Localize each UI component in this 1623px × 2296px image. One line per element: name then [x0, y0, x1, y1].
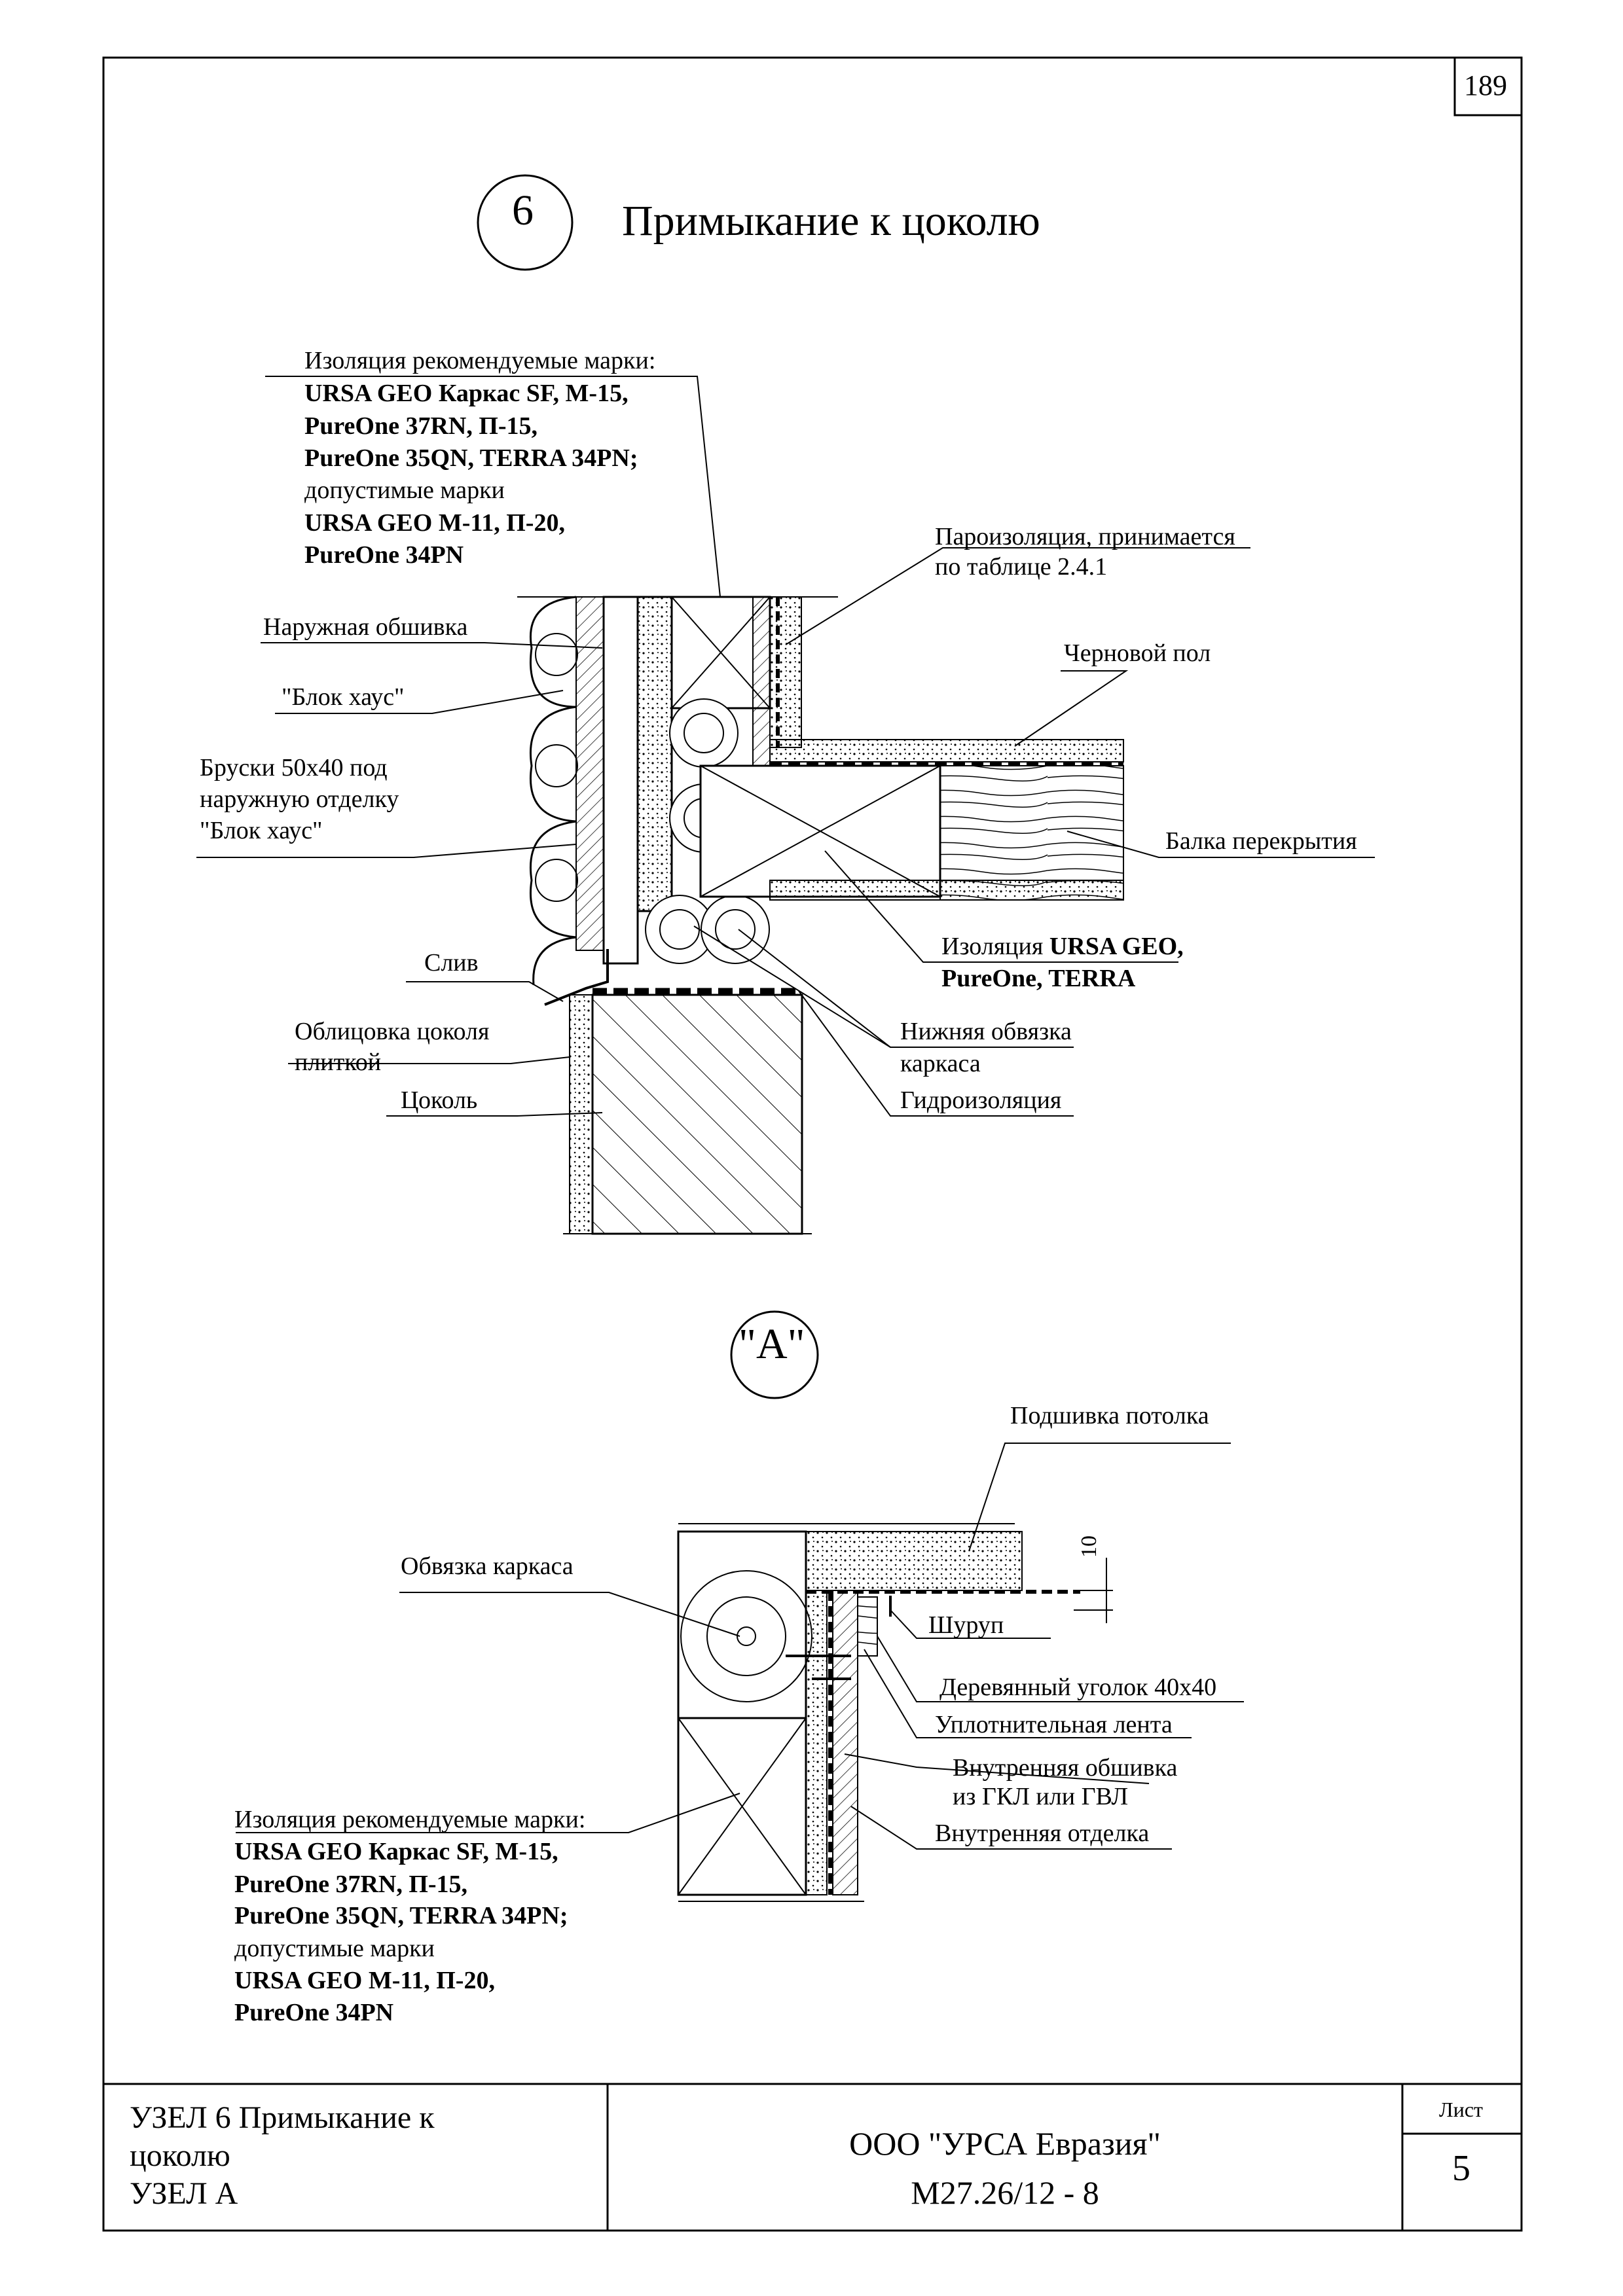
node-6-insulation-line2: URSA GEO Каркас SF, М-15, — [304, 380, 629, 407]
label-inner-finish: Внутренняя отделка — [935, 1820, 1150, 1847]
node-6-insulation-line5: допустимые марки — [304, 476, 505, 504]
node-a-drawing — [677, 1523, 1113, 1902]
label-plinth-facing-2: плиткой — [295, 1049, 382, 1076]
title-block-company: ООО "УРСА Евразия" — [849, 2125, 1161, 2162]
block-house-logs — [529, 596, 578, 986]
label-bottom-plate-2: каркаса — [900, 1050, 981, 1077]
label-insulation-2-line2: PureOne, TERRA — [941, 965, 1136, 992]
node-a-insulation-line3: PureOne 37RN, П-15, — [234, 1871, 468, 1898]
title-block-name-line1: УЗЕЛ 6 Примыкание к — [130, 2100, 435, 2135]
node-a-insulation-line1: Изоляция рекомендуемые марки: — [234, 1806, 586, 1833]
title-block-sheet-number: 5 — [1452, 2148, 1470, 2189]
label-waterproofing: Гидроизоляция — [900, 1086, 1062, 1114]
node-a-insulation-line5: допустимые марки — [234, 1935, 435, 1962]
page-title: Примыкание к цоколю — [622, 197, 1040, 245]
label-subfloor: Черновой пол — [1064, 639, 1211, 667]
node-a-insulation-line6: URSA GEO М-11, П-20, — [234, 1967, 495, 1994]
node-a-leaders — [236, 1443, 1244, 1850]
node-6-marker-circle — [477, 174, 574, 271]
node-6-insulation-line7: PureOne 34PN — [304, 541, 464, 569]
node-6-leaders — [196, 376, 1375, 1117]
title-block-sheet-label: Лист — [1439, 2098, 1484, 2121]
label-plinth-facing-1: Облицовка цоколя — [295, 1018, 490, 1045]
label-block-house: "Блок хаус" — [282, 683, 405, 711]
label-vapor-2: по таблице 2.4.1 — [935, 553, 1108, 581]
label-battens-2: наружную отделку — [200, 785, 399, 813]
node-6-marker: 6 — [512, 187, 534, 234]
node-6-insulation-line1: Изоляция рекомендуемые марки: — [304, 347, 656, 374]
node-6-insulation-line4: PureOne 35QN, TERRA 34PN; — [304, 444, 638, 472]
label-inner-lining-2: из ГКЛ или ГВЛ — [953, 1783, 1129, 1810]
node-a-marker: "А" — [739, 1320, 805, 1368]
node-6-insulation-line3: PureOne 37RN, П-15, — [304, 412, 538, 440]
label-battens-3: "Блок хаус" — [200, 817, 323, 844]
label-screw: Шуруп — [928, 1611, 1004, 1639]
title-block-code: М27.26/12 - 8 — [911, 2174, 1099, 2211]
label-bottom-plate-1: Нижняя обвязка — [900, 1018, 1072, 1045]
label-frame-plate: Обвязка каркаса — [401, 1552, 574, 1580]
label-ceiling-lining: Подшивка потолка — [1010, 1402, 1209, 1429]
node-6-insulation-line6: URSA GEO М-11, П-20, — [304, 509, 565, 537]
node-a-insulation-line2: URSA GEO Каркас SF, М-15, — [234, 1838, 558, 1865]
node-a-marker-circle — [730, 1310, 819, 1399]
label-floor-beam: Балка перекрытия — [1165, 827, 1357, 855]
label-battens-1: Бруски 50х40 под — [200, 754, 388, 781]
sheet-frame — [102, 56, 1523, 2232]
page-number: 189 — [1464, 69, 1507, 101]
label-outer-cladding: Наружная обшивка — [263, 613, 468, 641]
label-vapor-1: Пароизоляция, принимается — [935, 523, 1235, 550]
label-dimension-10: 10 — [1077, 1535, 1101, 1558]
label-plinth: Цоколь — [401, 1086, 478, 1114]
label-drip: Слив — [424, 949, 479, 977]
label-sealing-tape: Уплотнительная лента — [935, 1711, 1173, 1738]
node-a-insulation-line4: PureOne 35QN, TERRA 34PN; — [234, 1902, 568, 1929]
title-block-name-line3: УЗЕЛ А — [130, 2176, 238, 2211]
label-inner-lining-1: Внутренняя обшивка — [953, 1754, 1178, 1782]
label-wood-corner: Деревянный уголок 40х40 — [939, 1674, 1217, 1701]
node-a-insulation-line7: PureOne 34PN — [234, 1999, 394, 2026]
label-insulation-2: Изоляция URSA GEO, — [941, 933, 1184, 960]
node-6-drawing — [517, 596, 1124, 1235]
title-block-name-line2: цоколю — [130, 2138, 230, 2173]
